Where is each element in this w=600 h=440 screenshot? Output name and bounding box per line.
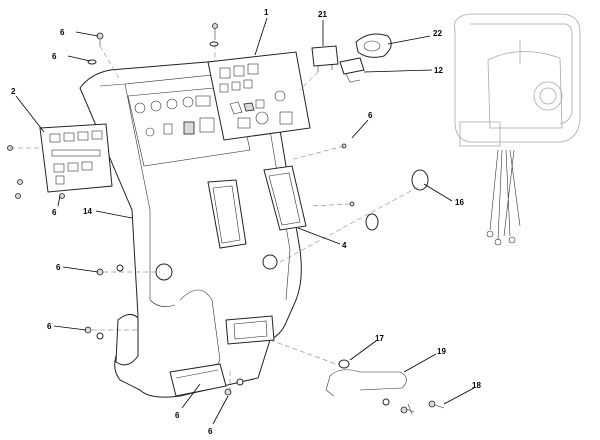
callout-12: 12 — [434, 66, 443, 75]
callout-14: 14 — [83, 207, 92, 216]
console-panel — [79, 57, 307, 398]
connector-assembly — [339, 33, 392, 83]
seal-ring — [365, 169, 429, 231]
callout-labels: 1 2 4 6 6 6 6 6 6 6 6 12 14 16 17 18 19 … — [11, 8, 481, 436]
callout-6-top-washer: 6 — [52, 52, 57, 61]
callout-1: 1 — [264, 8, 269, 17]
callout-16: 16 — [455, 198, 464, 207]
callout-19: 19 — [437, 347, 446, 356]
ghosted-machine-housing — [454, 13, 581, 246]
leader-lines — [15, 17, 475, 425]
callout-2: 2 — [11, 87, 16, 96]
label-panel — [207, 51, 311, 141]
callout-6-mid-left: 6 — [56, 263, 61, 272]
switch-panel — [39, 123, 113, 193]
assembly-lines — [10, 44, 421, 392]
rocker-switch — [311, 45, 339, 72]
screws — [7, 23, 445, 415]
callout-6-bottom: 6 — [208, 427, 213, 436]
callout-6-left-panel: 6 — [52, 208, 57, 217]
hose-assembly — [325, 359, 407, 397]
callout-6-bottom-left: 6 — [175, 411, 180, 420]
callout-17: 17 — [375, 334, 384, 343]
callout-6-top-screw: 6 — [60, 28, 65, 37]
callout-6-lower-left: 6 — [47, 322, 52, 331]
callout-22: 22 — [433, 29, 442, 38]
callout-4: 4 — [342, 241, 347, 250]
callout-21: 21 — [318, 10, 327, 19]
callout-6-right: 6 — [368, 111, 373, 120]
callout-18: 18 — [472, 381, 481, 390]
